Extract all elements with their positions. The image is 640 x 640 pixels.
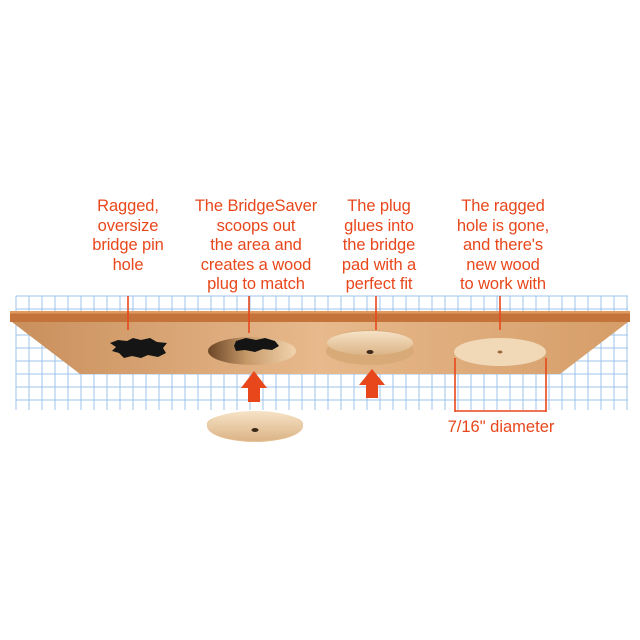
bridge-pad <box>10 311 630 374</box>
insert-arrow-icon <box>241 371 267 402</box>
patched-wood <box>454 338 546 366</box>
scooped-area <box>208 337 296 365</box>
caption-pointers <box>127 296 501 333</box>
insert-arrow-icon <box>359 369 385 398</box>
caption-bridgesaver-scoop: The BridgeSaver scoops out the area and … <box>194 197 318 293</box>
diameter-bracket <box>454 358 547 412</box>
caption-new-wood: The ragged hole is gone, and there's new… <box>456 197 550 293</box>
ragged-hole <box>110 338 167 358</box>
caption-ragged-hole: Ragged, oversize bridge pin hole <box>92 197 164 274</box>
loose-wood-plug <box>207 411 303 442</box>
diameter-label: 7/16" diameter <box>447 418 555 436</box>
seated-plug <box>326 330 414 365</box>
caption-plug-glued: The plug glues into the bridge pad with … <box>341 197 417 293</box>
